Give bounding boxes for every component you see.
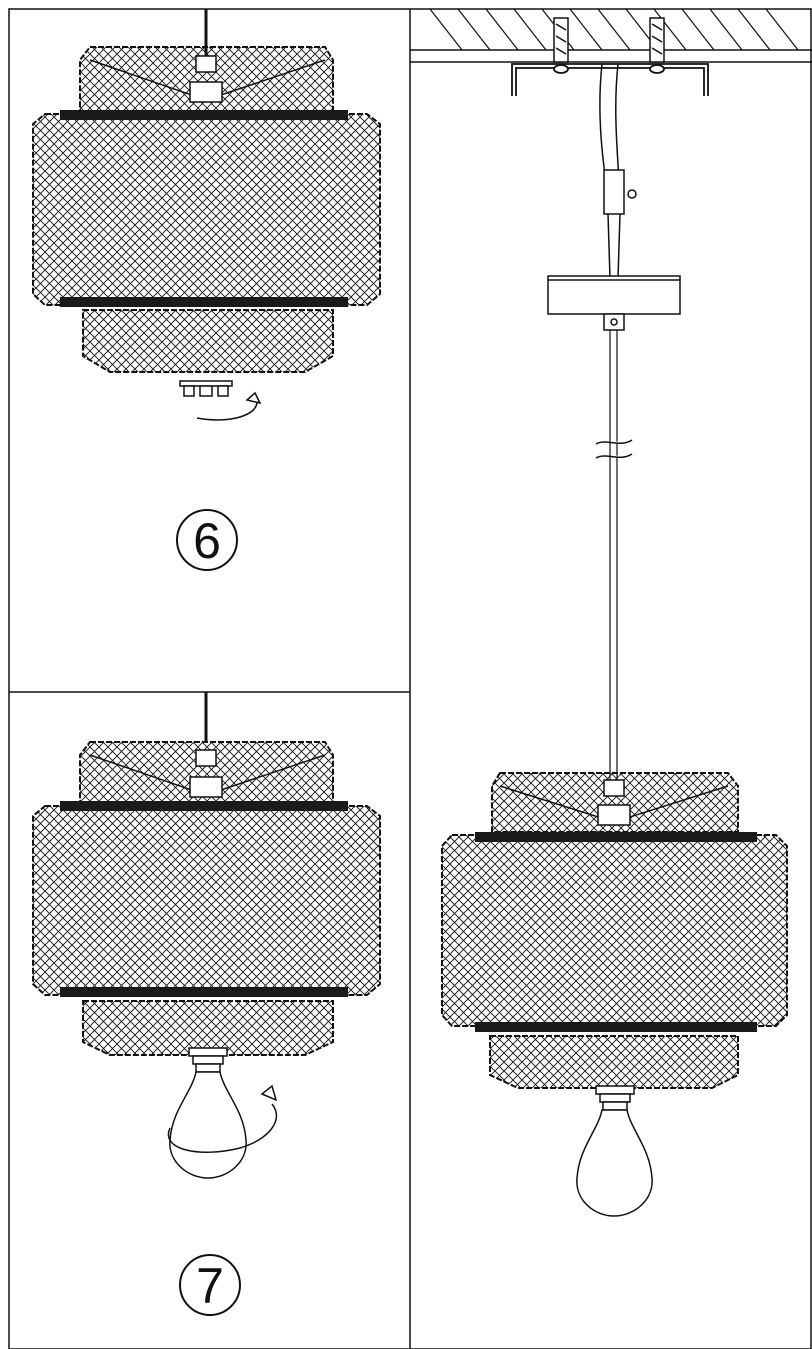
step-6-panel: 6	[32, 9, 381, 571]
top-band	[60, 110, 348, 120]
light-bulb	[169, 1071, 247, 1179]
cord-to-canopy	[607, 213, 621, 279]
bottom-band	[60, 987, 348, 997]
suspension-cord	[609, 330, 618, 780]
lamp-shade	[441, 772, 788, 1089]
bottom-band	[60, 297, 348, 307]
cord-grip	[603, 169, 637, 215]
lamp-shade	[32, 46, 381, 373]
lamp-shade	[32, 741, 381, 1056]
step-7-number: 7	[196, 1258, 224, 1314]
lamp-ring	[179, 380, 233, 397]
bulb-socket	[188, 1047, 228, 1073]
cord-break-mark	[595, 439, 633, 459]
rotate-arrow-icon	[196, 391, 262, 421]
ceiling	[410, 8, 812, 63]
step-6-number: 6	[193, 513, 221, 569]
bottom-band	[475, 1022, 757, 1032]
step-7-circle	[179, 1254, 241, 1316]
panel-frame	[8, 8, 812, 1349]
step-7-panel: 7	[32, 692, 381, 1316]
mounting-bracket	[511, 63, 709, 96]
top-band	[60, 801, 348, 811]
light-bulb	[576, 1109, 653, 1217]
installed-view-panel	[410, 8, 812, 1217]
top-band	[475, 832, 757, 842]
step-6-circle	[176, 509, 238, 571]
bulb-socket	[595, 1085, 635, 1111]
rotate-arrow-icon	[167, 1084, 278, 1153]
wall-anchor	[553, 17, 665, 63]
ceiling-canopy	[547, 275, 681, 331]
